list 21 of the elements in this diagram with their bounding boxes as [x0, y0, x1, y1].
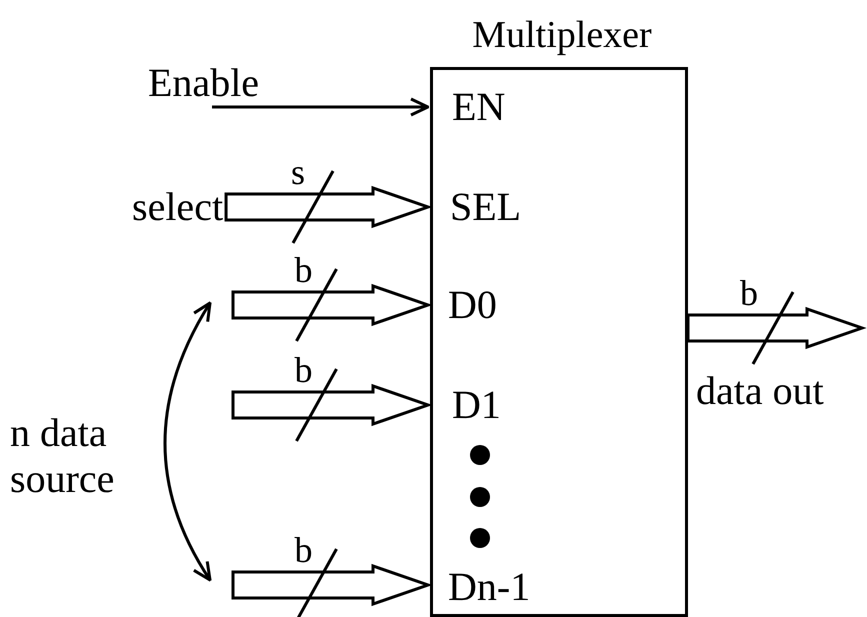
- pin-name: D1: [452, 384, 501, 426]
- pin-name: D0: [448, 284, 497, 326]
- edge-label: b: [294, 529, 312, 571]
- input-name: select: [132, 186, 224, 228]
- bus-arrow: [686, 306, 867, 350]
- bus-arrow: [232, 284, 433, 326]
- edge-label: b: [294, 349, 312, 391]
- arrow: [212, 98, 430, 116]
- pin-name: Dn-1: [448, 566, 530, 608]
- bus-arrow: [232, 384, 433, 426]
- pin-name: EN: [452, 86, 506, 128]
- output-name: data out: [696, 370, 824, 412]
- group-label: n data source: [10, 410, 116, 502]
- input-name: Enable: [148, 62, 260, 104]
- edge-label: s: [291, 151, 306, 193]
- edge-label: b: [740, 272, 758, 314]
- block-title: Multiplexer: [471, 14, 653, 56]
- bus-arrow: [224, 186, 433, 228]
- bus-arrow: [232, 564, 433, 606]
- edge-label: b: [294, 249, 312, 291]
- pin-name: SEL: [450, 186, 522, 228]
